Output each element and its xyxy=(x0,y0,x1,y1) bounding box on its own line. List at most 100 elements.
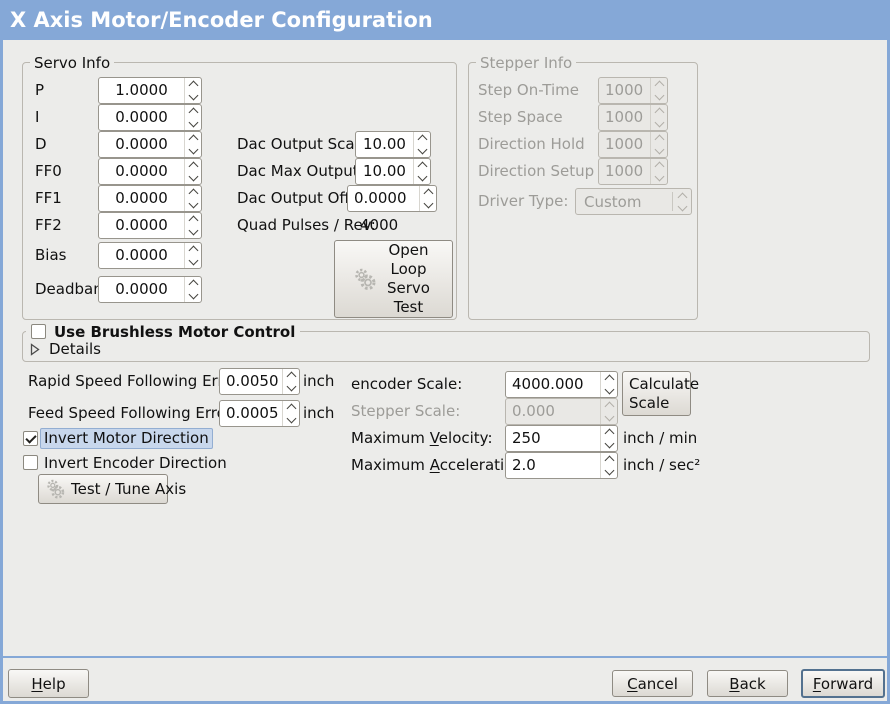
spin-down-button[interactable] xyxy=(286,381,296,392)
open-loop-servo-test-button[interactable]: Open Loop Servo Test xyxy=(334,240,453,318)
spin-down-button[interactable] xyxy=(188,255,198,266)
spin-up-button[interactable] xyxy=(604,428,614,439)
dac-output-scale-spinbox[interactable]: 10.00 xyxy=(355,131,431,158)
spin-up-button[interactable] xyxy=(188,215,198,226)
spin-down-button[interactable] xyxy=(604,384,614,395)
spin-up-button[interactable] xyxy=(188,80,198,91)
ff2-label: FF2 xyxy=(35,216,62,234)
spin-up-button[interactable] xyxy=(286,371,296,382)
spin-down-button[interactable] xyxy=(188,289,198,300)
spin-down-button[interactable] xyxy=(417,144,427,155)
spin-up-button[interactable] xyxy=(188,134,198,145)
dac-max-output-label: Dac Max Output: xyxy=(237,162,364,180)
spin-up-button[interactable] xyxy=(188,107,198,118)
spin-up-button[interactable] xyxy=(604,455,614,466)
direction-setup-spinbox: 1000 xyxy=(598,158,668,185)
forward-button[interactable]: Forward xyxy=(801,669,885,698)
maximum-acceleration-spinbox[interactable]: 2.0 xyxy=(505,452,618,479)
i-spinbox[interactable]: 0.0000 xyxy=(98,104,202,131)
quad-pulses-value: 4000 xyxy=(360,216,399,234)
d-spinbox[interactable]: 0.0000 xyxy=(98,131,202,158)
spin-up-button[interactable] xyxy=(417,161,427,172)
invert-motor-direction-checkbox[interactable] xyxy=(23,431,38,446)
bias-spinbox[interactable]: 0.0000 xyxy=(98,242,202,269)
spin-down-button[interactable] xyxy=(188,90,198,101)
title-bar: X Axis Motor/Encoder Configuration xyxy=(0,0,890,40)
use-brushless-checkbox[interactable] xyxy=(31,324,46,339)
spin-up-button[interactable] xyxy=(188,188,198,199)
open-loop-button-label: Open Loop Servo Test xyxy=(387,241,430,316)
deadband-label: Deadband xyxy=(35,280,113,298)
step-on-time-spinbox: 1000 xyxy=(598,77,668,104)
ff2-spinbox[interactable]: 0.0000 xyxy=(98,212,202,239)
ff0-spinbox[interactable]: 0.0000 xyxy=(98,158,202,185)
dac-max-output-spinbox[interactable]: 10.00 xyxy=(355,158,431,185)
footer-separator xyxy=(0,656,890,658)
deadband-spinbox[interactable]: 0.0000 xyxy=(98,276,202,303)
spin-down-button xyxy=(654,117,664,128)
direction-setup-label: Direction Setup xyxy=(478,162,595,180)
dac-output-offset-spinbox[interactable]: 0.0000 xyxy=(347,185,437,212)
brushless-frame xyxy=(22,331,870,362)
spin-down-button[interactable] xyxy=(417,171,427,182)
quad-pulses-label: Quad Pulses / Rev: xyxy=(237,216,376,234)
spin-down-button[interactable] xyxy=(286,413,296,424)
spin-down-button[interactable] xyxy=(188,198,198,209)
spin-up-button[interactable] xyxy=(286,403,296,414)
maximum-acceleration-label: Maximum Acceleration: xyxy=(351,456,528,474)
i-label: I xyxy=(35,108,40,126)
cancel-button[interactable]: Cancel xyxy=(612,670,693,697)
spin-up-button[interactable] xyxy=(417,134,427,145)
spin-up-button[interactable] xyxy=(188,279,198,290)
step-on-time-label: Step On-Time xyxy=(478,81,579,99)
spin-up-button xyxy=(654,134,664,145)
test-tune-axis-label: Test / Tune Axis xyxy=(71,480,187,498)
ff1-label: FF1 xyxy=(35,189,62,207)
spin-down-button[interactable] xyxy=(604,465,614,476)
gears-icon xyxy=(354,268,375,290)
stepper-scale-spinbox: 0.000 xyxy=(505,398,618,425)
details-label: Details xyxy=(49,340,102,358)
test-tune-axis-button[interactable]: Test / Tune Axis xyxy=(38,474,186,504)
ff1-spinbox[interactable]: 0.0000 xyxy=(98,185,202,212)
maximum-velocity-spinbox[interactable]: 250 xyxy=(505,425,618,452)
invert-motor-direction-label[interactable]: Invert Motor Direction xyxy=(40,428,213,449)
p-label: P xyxy=(35,81,45,99)
driver-type-value: Custom xyxy=(584,192,642,211)
spin-down-button xyxy=(654,144,664,155)
step-space-label: Step Space xyxy=(478,108,563,126)
stepper-scale-label: Stepper Scale: xyxy=(351,402,461,420)
d-label: D xyxy=(35,135,47,153)
back-button[interactable]: Back xyxy=(707,670,788,697)
spin-down-button[interactable] xyxy=(604,438,614,449)
encoder-scale-label: encoder Scale: xyxy=(351,375,463,393)
p-spinbox[interactable]: 1.0000 xyxy=(98,77,202,104)
spin-up-button[interactable] xyxy=(188,161,198,172)
spin-down-button[interactable] xyxy=(188,171,198,182)
spin-up-button[interactable] xyxy=(604,374,614,385)
dac-output-scale-label: Dac Output Scale: xyxy=(237,135,374,153)
invert-encoder-direction-checkbox[interactable] xyxy=(23,455,38,470)
spin-down-button xyxy=(604,411,614,422)
feed-following-error-unit: inch xyxy=(303,404,335,422)
calculate-scale-button[interactable]: Calculate Scale xyxy=(622,371,699,416)
help-button[interactable]: Help xyxy=(8,669,89,698)
details-expander[interactable]: Details xyxy=(30,340,101,358)
encoder-scale-spinbox[interactable]: 4000.000 xyxy=(505,371,618,398)
expander-triangle-icon xyxy=(30,342,40,356)
rapid-following-error-spinbox[interactable]: 0.0050 xyxy=(219,368,300,395)
spin-down-button[interactable] xyxy=(188,225,198,236)
driver-type-label: Driver Type: xyxy=(478,192,569,210)
spin-down-button[interactable] xyxy=(188,117,198,128)
spin-down-button[interactable] xyxy=(423,198,433,209)
bias-label: Bias xyxy=(35,246,67,264)
feed-following-error-spinbox[interactable]: 0.0005 xyxy=(219,400,300,427)
servo-info-frame xyxy=(22,62,457,320)
direction-hold-spinbox: 1000 xyxy=(598,131,668,158)
spin-up-button[interactable] xyxy=(423,188,433,199)
spin-down-button xyxy=(654,171,664,182)
use-brushless-label: Use Brushless Motor Control xyxy=(54,322,296,341)
spin-down-button[interactable] xyxy=(188,144,198,155)
spin-up-button[interactable] xyxy=(188,245,198,256)
invert-encoder-direction-label: Invert Encoder Direction xyxy=(44,454,227,472)
